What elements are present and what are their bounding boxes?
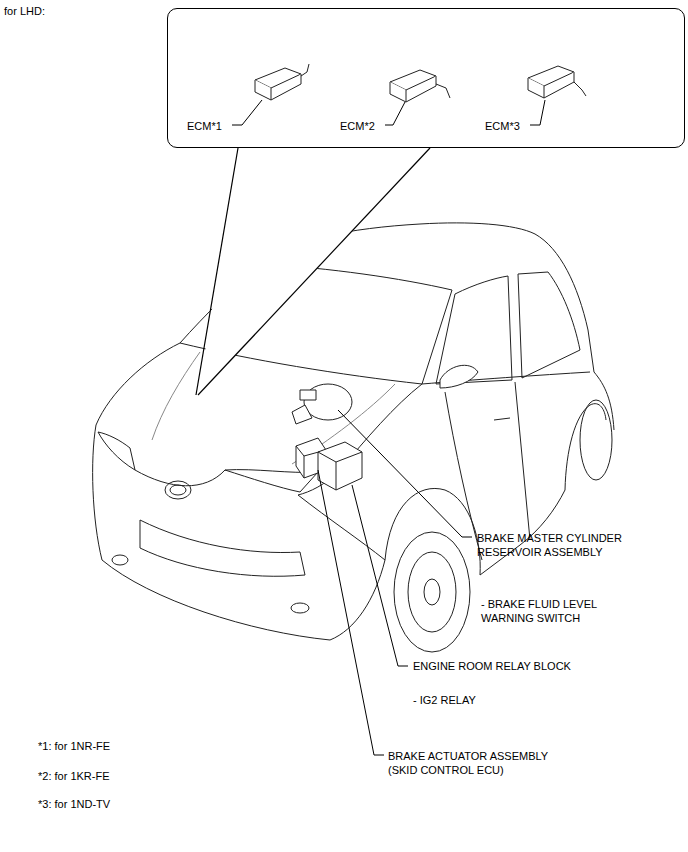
car-body bbox=[580, 400, 612, 480]
car-body bbox=[298, 495, 385, 560]
ecm-icons bbox=[255, 80, 271, 100]
footnote: *1: for 1NR-FE bbox=[38, 739, 110, 753]
ecm-icons bbox=[544, 72, 574, 98]
part-label: ECM*3 bbox=[485, 119, 520, 133]
part-label: ECM*1 bbox=[187, 119, 222, 133]
leader-lines bbox=[530, 100, 545, 125]
part-name: BRAKE ACTUATOR ASSEMBLY (SKID CONTROL EC… bbox=[388, 749, 573, 777]
leader-lines bbox=[232, 100, 262, 125]
car-body bbox=[424, 579, 440, 605]
ecm-icons bbox=[574, 82, 586, 96]
car-body bbox=[494, 418, 510, 420]
leader-lines bbox=[352, 485, 408, 666]
part-name: ENGINE ROOM RELAY BLOCK bbox=[413, 659, 571, 673]
car-body bbox=[170, 485, 186, 495]
ecm-icons bbox=[528, 78, 544, 98]
part-name: BRAKE MASTER CYLINDER RESERVOIR ASSEMBLY bbox=[477, 531, 647, 559]
car-body bbox=[394, 532, 470, 652]
car-body bbox=[112, 555, 128, 565]
leader-lines bbox=[318, 470, 384, 755]
ecm-icons bbox=[255, 64, 586, 102]
ecm-icons bbox=[528, 66, 586, 98]
brake-parts bbox=[318, 452, 362, 490]
car-body bbox=[515, 382, 530, 540]
car-body bbox=[408, 552, 456, 632]
ecm-icons bbox=[390, 82, 406, 102]
car-body bbox=[93, 223, 614, 652]
car-body bbox=[594, 372, 614, 430]
footnote: *3: for 1ND-TV bbox=[38, 797, 110, 811]
callout-lines bbox=[198, 148, 430, 395]
ecm-icons bbox=[390, 70, 450, 102]
car-body bbox=[165, 481, 191, 499]
car-body bbox=[140, 520, 305, 576]
car-body bbox=[102, 560, 330, 640]
car-body bbox=[152, 352, 200, 440]
car-body bbox=[291, 603, 309, 613]
sub-part-name: - BRAKE FLUID LEVEL WARNING SWITCH bbox=[481, 597, 621, 625]
diagram-title: for LHD: bbox=[4, 4, 45, 18]
leader-lines bbox=[338, 410, 472, 537]
callout-lines bbox=[196, 148, 238, 395]
leader-lines bbox=[385, 102, 405, 125]
car-body bbox=[440, 365, 478, 388]
footnote: *2: for 1KR-FE bbox=[38, 769, 110, 783]
ecm-icons bbox=[301, 64, 309, 76]
car-body bbox=[445, 392, 482, 560]
callout-wedge bbox=[198, 149, 430, 395]
leader-lines bbox=[232, 100, 545, 755]
ecm-icons bbox=[406, 76, 436, 102]
callout-lines bbox=[196, 148, 430, 395]
car-body bbox=[98, 432, 135, 470]
brake-parts bbox=[292, 384, 362, 490]
brake-parts bbox=[300, 390, 316, 400]
car-body bbox=[96, 343, 180, 425]
car-body bbox=[565, 404, 606, 490]
car-body bbox=[93, 425, 102, 560]
car-body bbox=[135, 470, 225, 486]
brake-parts bbox=[304, 384, 352, 420]
brake-parts bbox=[318, 442, 362, 490]
ecm-icons bbox=[271, 74, 301, 100]
ecm-icons bbox=[436, 84, 450, 98]
brake-parts bbox=[292, 405, 312, 424]
sub-part-name: - IG2 RELAY bbox=[413, 693, 476, 707]
part-label: ECM*2 bbox=[340, 119, 375, 133]
callout-box: ECM*1 ECM*2 ECM*3 bbox=[167, 8, 685, 148]
ecm-icons bbox=[255, 64, 309, 100]
car-body bbox=[518, 272, 580, 378]
